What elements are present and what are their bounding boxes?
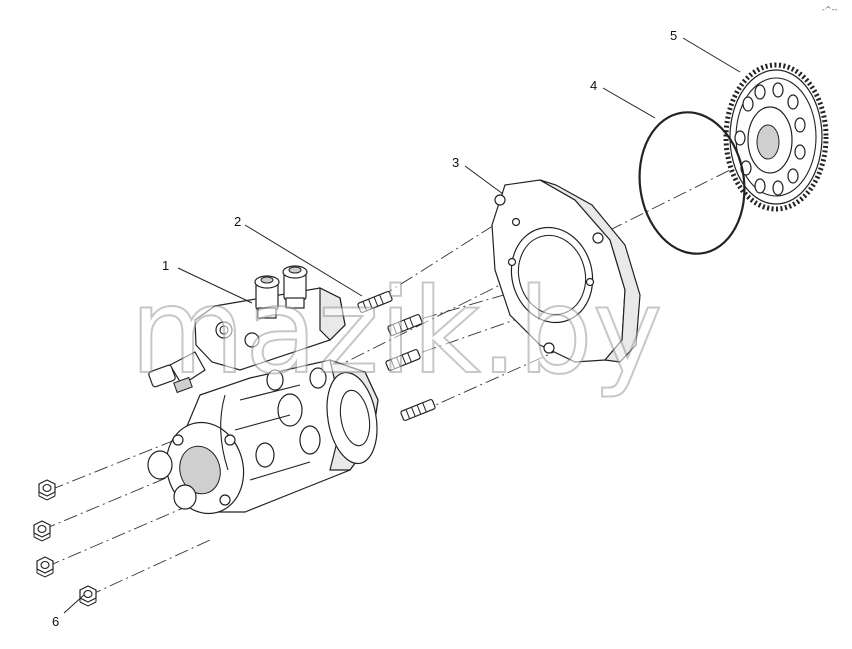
flange-plate-part [491, 179, 641, 363]
callout-6: 6 [52, 614, 59, 629]
callout-2: 2 [234, 214, 241, 229]
callout-4: 4 [590, 78, 597, 93]
o-ring-part [638, 111, 746, 255]
fitting [282, 265, 308, 309]
fuel-pump-part [147, 265, 379, 515]
nut [33, 520, 51, 542]
nut [36, 556, 54, 578]
leader-lines [63, 37, 741, 614]
fitting [254, 275, 280, 319]
watermark: mazik.by [130, 262, 663, 400]
gear-part [723, 62, 829, 212]
studs-part [357, 290, 436, 422]
callout-5: 5 [670, 28, 677, 43]
callout-3: 3 [452, 155, 459, 170]
callout-1: 1 [162, 258, 169, 273]
nut [79, 585, 97, 607]
nuts-part [33, 479, 97, 607]
nut [38, 479, 56, 501]
corner-mark: -^-- [822, 5, 837, 14]
